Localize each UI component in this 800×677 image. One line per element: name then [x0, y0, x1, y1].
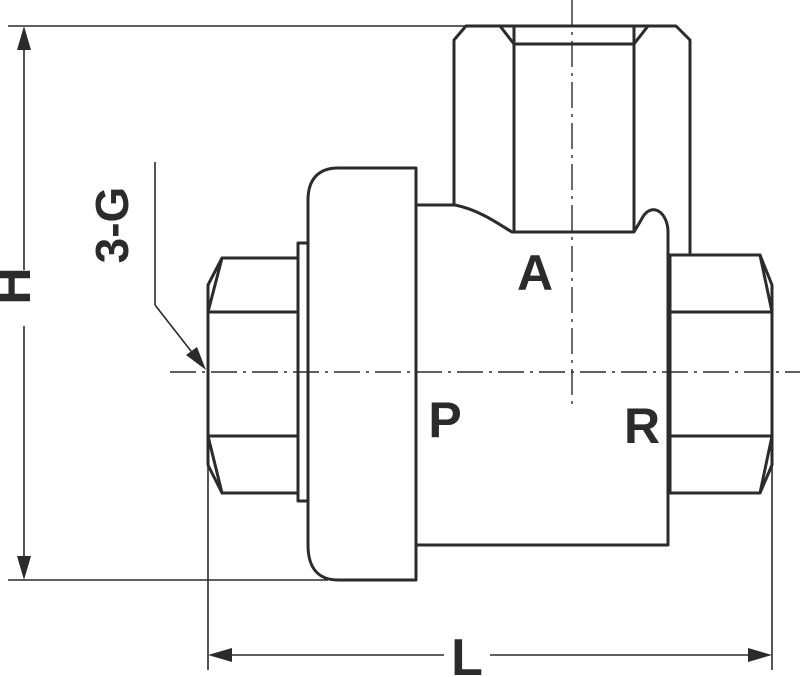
length-arrow-left [208, 648, 232, 662]
center-lines [170, 0, 800, 410]
length-dimension: L [207, 300, 773, 677]
height-arrow-bottom [17, 556, 31, 580]
left-hex-nut [206, 256, 300, 495]
length-arrow-right [748, 648, 772, 662]
length-label: L [451, 629, 483, 677]
thread-leader-diagonal [154, 304, 199, 361]
height-label: H [0, 267, 42, 305]
height-arrow-top [17, 26, 31, 50]
port-p-label: P [428, 392, 461, 448]
valve-body [408, 203, 670, 547]
height-dimension: H [0, 25, 466, 581]
thread-size-callout: 3-G [86, 162, 206, 370]
port-r-label: R [624, 398, 660, 454]
union-nut [306, 166, 418, 582]
thread-size-label: 3-G [86, 187, 138, 264]
thread-leader-arrow [186, 347, 206, 370]
right-hex-port [668, 253, 774, 495]
port-a-label: A [517, 245, 553, 301]
